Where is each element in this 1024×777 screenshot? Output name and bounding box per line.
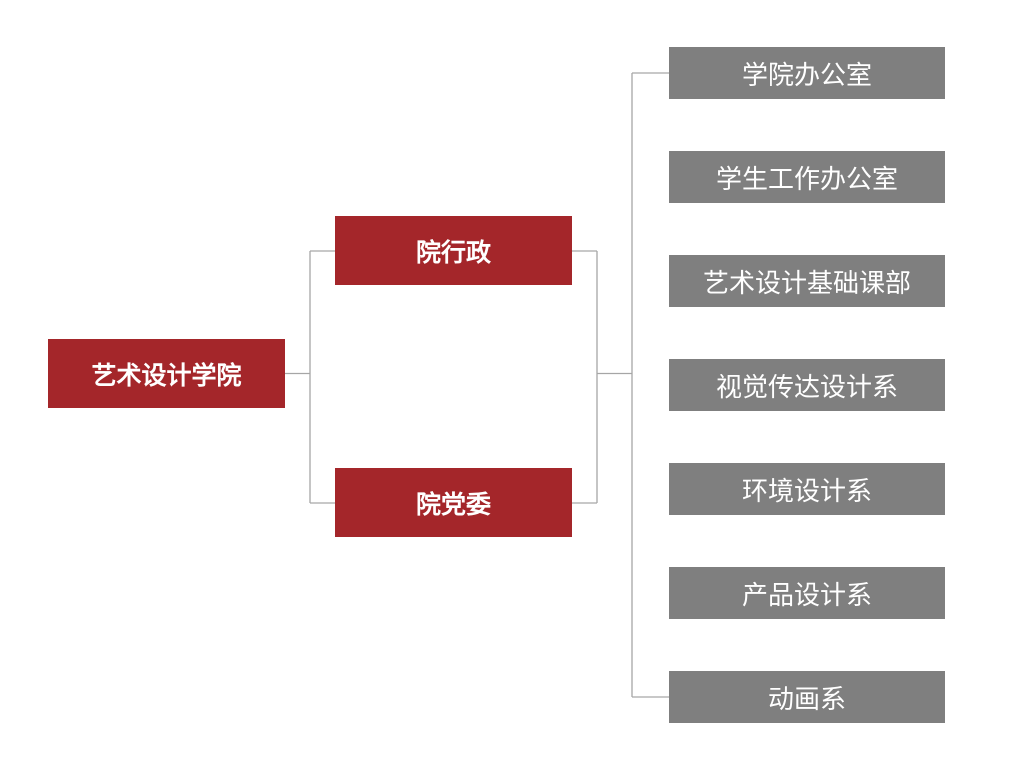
dept-label: 学院办公室 — [741, 60, 872, 91]
dept-node: 动画系 — [669, 671, 945, 723]
branch-label: 院行政 — [415, 237, 491, 267]
dept-node: 学生工作办公室 — [669, 151, 945, 203]
branch-node-admin: 院行政 — [335, 216, 572, 285]
dept-node: 视觉传达设计系 — [669, 359, 945, 411]
dept-label: 学生工作办公室 — [715, 164, 898, 195]
dept-label: 产品设计系 — [741, 580, 872, 611]
dept-node: 环境设计系 — [669, 463, 945, 515]
branch-node-party: 院党委 — [335, 468, 572, 537]
root-node: 艺术设计学院 — [48, 339, 285, 408]
dept-node: 艺术设计基础课部 — [669, 255, 945, 307]
connector-branches-merge — [572, 250, 632, 504]
root-label: 艺术设计学院 — [91, 360, 242, 390]
dept-label: 艺术设计基础课部 — [702, 268, 911, 299]
branch-label: 院党委 — [415, 489, 491, 519]
dept-label: 动画系 — [767, 684, 846, 715]
dept-label: 环境设计系 — [741, 476, 872, 507]
dept-label: 视觉传达设计系 — [715, 372, 898, 403]
dept-node: 学院办公室 — [669, 47, 945, 99]
connector-root-to-branches — [285, 250, 335, 504]
dept-node: 产品设计系 — [669, 567, 945, 619]
